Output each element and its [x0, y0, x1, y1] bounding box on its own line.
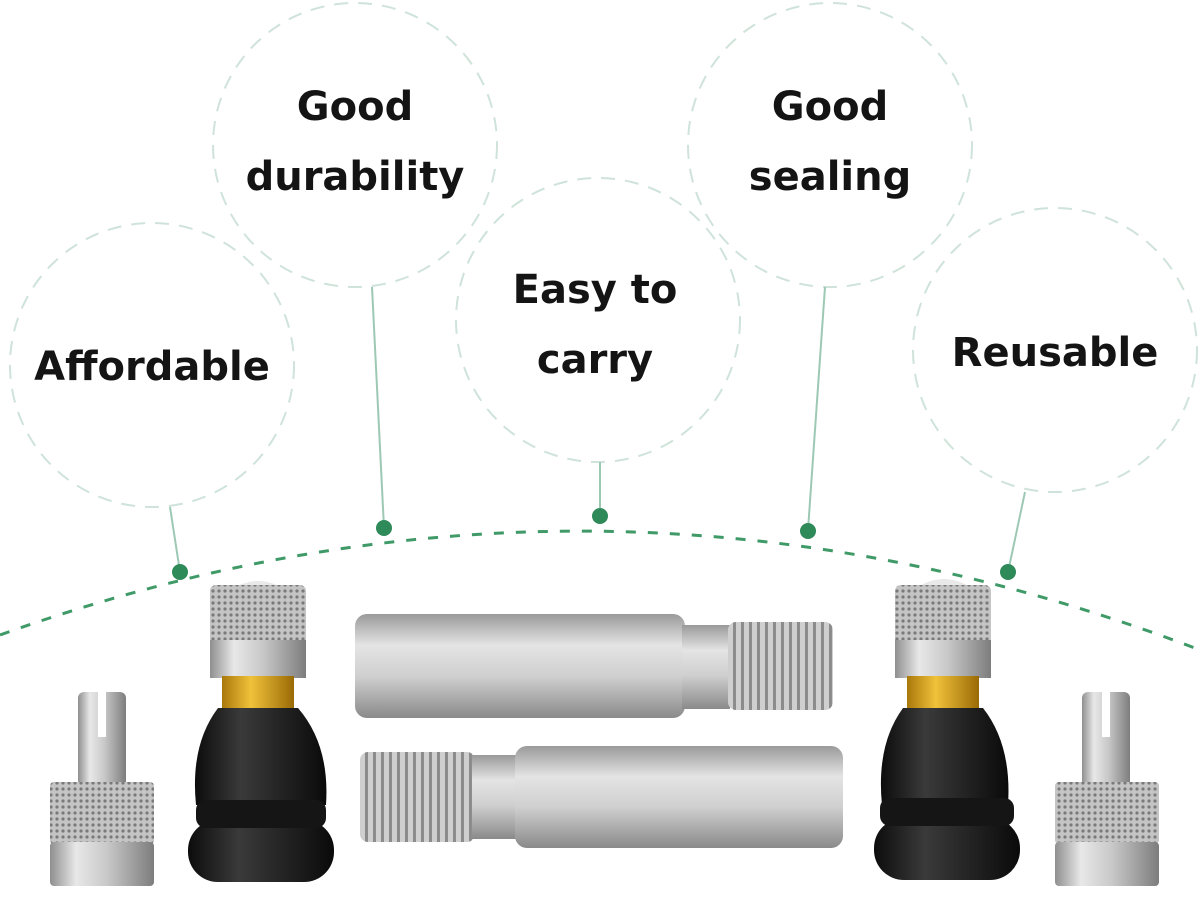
- feature-affordable: Affordable: [12, 332, 292, 402]
- feature-sealing: Good sealing: [690, 72, 970, 212]
- feature-label-line: Easy to: [512, 267, 678, 313]
- circle-reusable: [912, 207, 1198, 493]
- dashed-arc: [0, 529, 1200, 652]
- circle-sealing: [687, 2, 973, 288]
- valve-stem-right-image: [874, 579, 1020, 880]
- valve-stem-left-image: [188, 581, 334, 882]
- circle-durability: [212, 2, 498, 288]
- feature-label-line: durability: [245, 154, 465, 200]
- feature-circles: [9, 2, 1198, 508]
- valve-extension-top-image: [355, 614, 833, 718]
- feature-label-line: Good: [771, 84, 889, 130]
- feature-label-line: Reusable: [951, 330, 1159, 376]
- connector-lines: [169, 286, 1026, 573]
- feature-durability: Good durability: [215, 72, 495, 212]
- valve-extension-bottom-image: [360, 746, 843, 848]
- feature-label-line: sealing: [748, 154, 912, 200]
- circle-affordable: [9, 222, 295, 508]
- feature-reusable: Reusable: [915, 318, 1195, 388]
- feature-label-line: Affordable: [34, 344, 270, 390]
- feature-label-line: carry: [536, 337, 654, 383]
- circle-carry: [455, 177, 741, 463]
- feature-carry: Easy to carry: [455, 255, 735, 395]
- feature-label-line: Good: [296, 84, 414, 130]
- arc-dots: [172, 508, 1016, 580]
- valve-cap-left-image: [50, 692, 154, 886]
- valve-cap-right-image: [1055, 692, 1159, 886]
